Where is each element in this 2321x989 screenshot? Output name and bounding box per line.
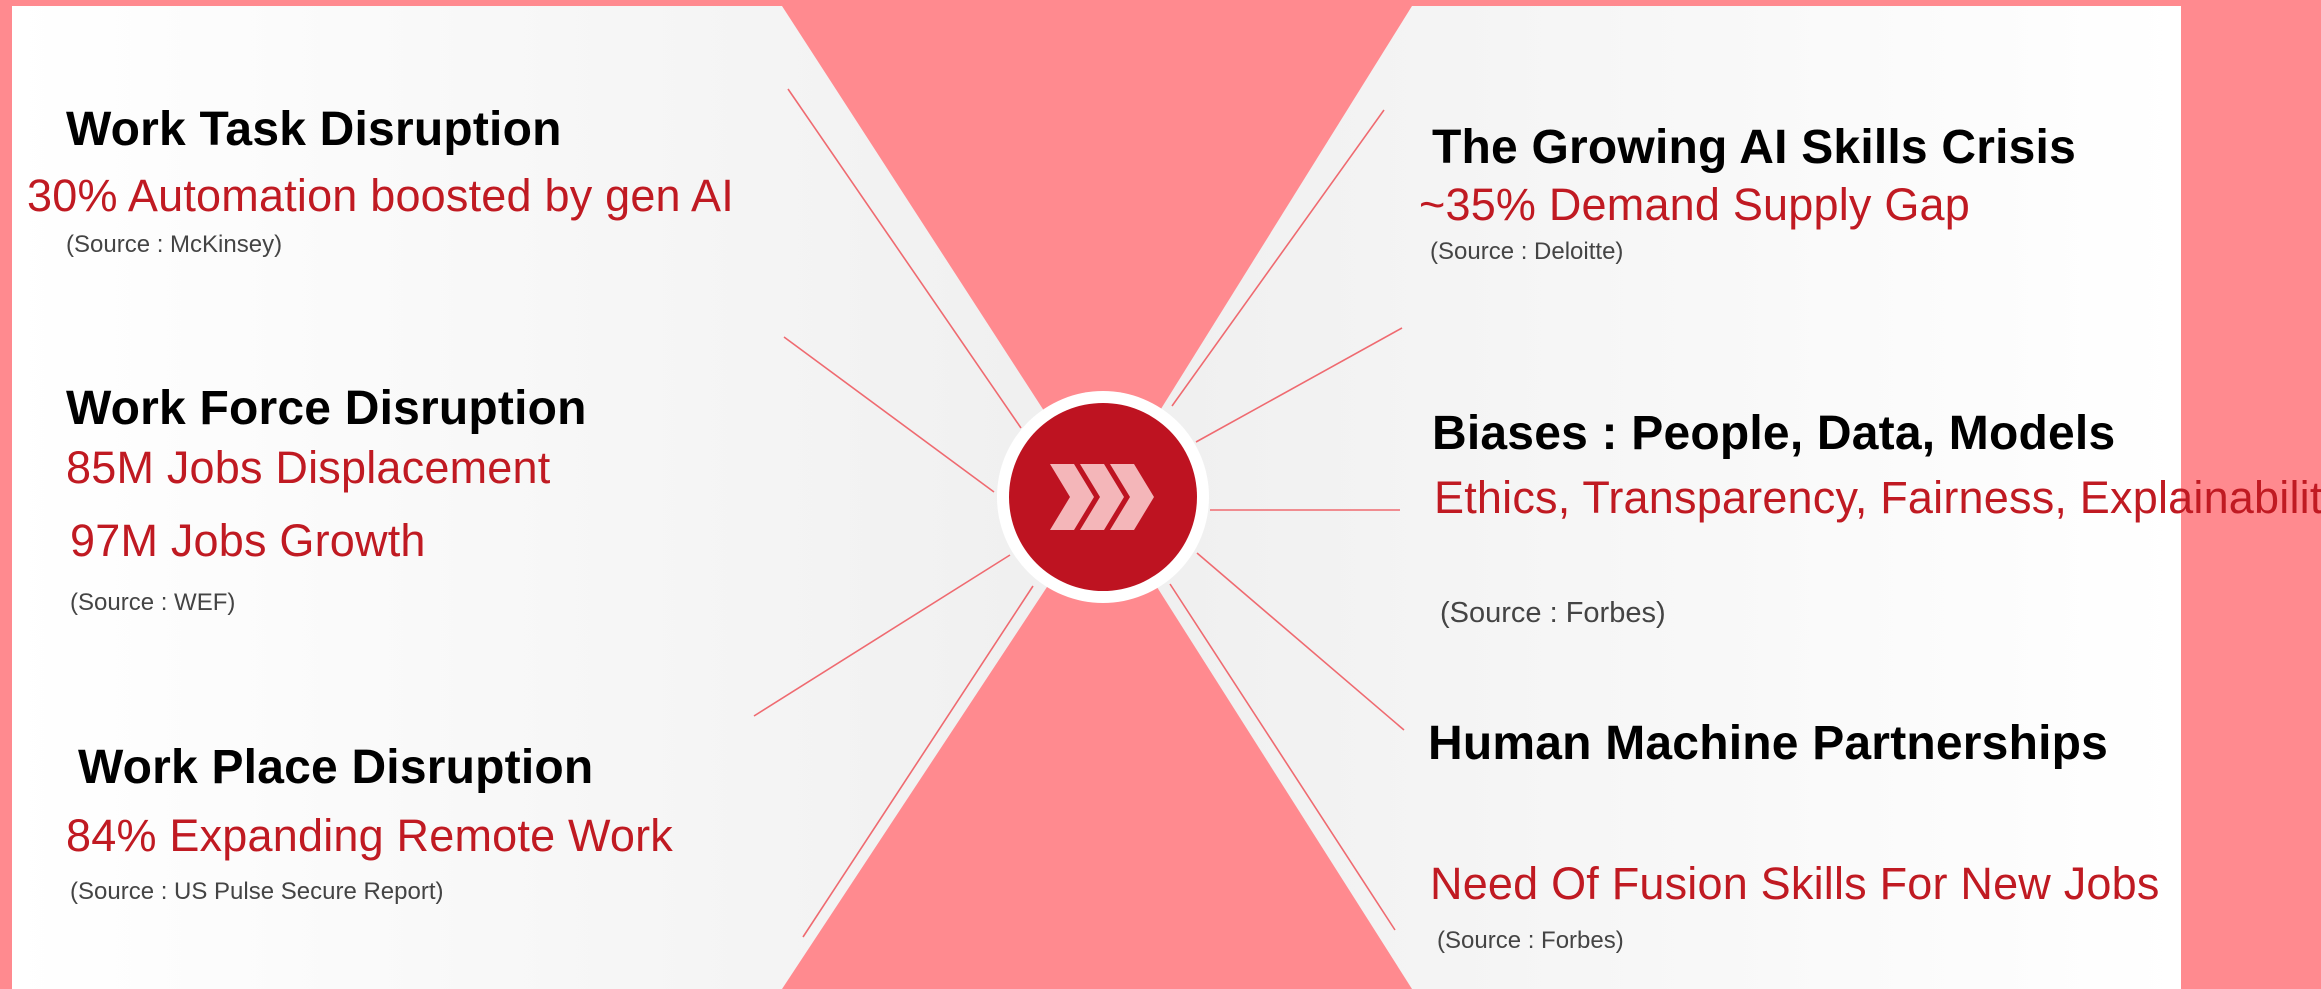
work-force-stat-growth: 97M Jobs Growth bbox=[70, 515, 426, 566]
triple-chevron-right-icon bbox=[1050, 464, 1154, 530]
right-connector-lines bbox=[1169, 109, 1405, 931]
skills-crisis-stat: ~35% Demand Supply Gap bbox=[1419, 179, 1970, 230]
left-connector-lines bbox=[753, 88, 1034, 938]
work-task-stat: 30% Automation boosted by gen AI bbox=[27, 170, 734, 221]
partnership-heading: Human Machine Partnerships bbox=[1428, 717, 2109, 770]
center-badge bbox=[997, 391, 1209, 603]
left-panel bbox=[12, 6, 1103, 989]
partnership-source: (Source : Forbes) bbox=[1437, 927, 1624, 954]
work-force-source: (Source : WEF) bbox=[70, 589, 236, 616]
biases-stat: Ethics, Transparency, Fairness, Explaina… bbox=[1434, 472, 2321, 523]
work-place-source: (Source : US Pulse Secure Report) bbox=[70, 878, 444, 905]
center-badge-inner bbox=[1009, 403, 1197, 591]
work-task-source: (Source : McKinsey) bbox=[66, 231, 283, 258]
work-task-heading: Work Task Disruption bbox=[66, 103, 562, 156]
skills-crisis-source: (Source : Deloitte) bbox=[1430, 238, 1624, 265]
right-panel bbox=[1103, 6, 2181, 989]
work-force-stat-displacement: 85M Jobs Displacement bbox=[66, 442, 551, 493]
biases-heading: Biases : People, Data, Models bbox=[1432, 407, 2116, 460]
biases-source: (Source : Forbes) bbox=[1440, 597, 1666, 629]
work-force-heading: Work Force Disruption bbox=[66, 382, 587, 435]
partnership-stat: Need Of Fusion Skills For New Jobs bbox=[1430, 858, 2160, 909]
work-place-heading: Work Place Disruption bbox=[78, 741, 594, 794]
work-place-stat: 84% Expanding Remote Work bbox=[66, 810, 673, 861]
skills-crisis-heading: The Growing AI Skills Crisis bbox=[1432, 121, 2076, 174]
